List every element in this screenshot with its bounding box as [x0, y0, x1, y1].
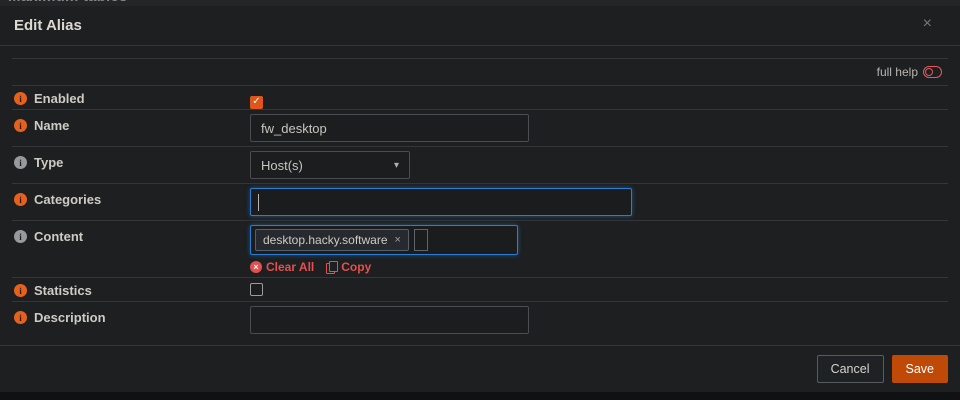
type-select-value: Host(s)	[261, 157, 303, 173]
clear-all-icon: ×	[250, 261, 262, 273]
content-search-field[interactable]	[413, 229, 428, 251]
enabled-label: Enabled	[34, 91, 85, 106]
enabled-checkbox[interactable]: ✓	[250, 95, 263, 109]
close-icon[interactable]: ×	[922, 15, 932, 32]
content-input[interactable]: desktop.hacky.software ×	[250, 225, 518, 255]
info-icon: i	[14, 92, 27, 105]
info-icon: i	[14, 119, 27, 132]
edit-alias-modal: Edit Alias × full help i Enabled ✓	[0, 6, 960, 392]
info-icon: i	[14, 230, 27, 243]
info-icon: i	[14, 284, 27, 297]
info-icon: i	[14, 193, 27, 206]
toggle-off-icon	[923, 66, 942, 78]
categories-label: Categories	[34, 192, 102, 207]
statistics-label: Statistics	[34, 283, 92, 298]
type-select[interactable]: Host(s) ▾	[250, 151, 410, 179]
row-categories: i Categories	[12, 184, 948, 221]
full-help-toggle[interactable]: full help	[877, 65, 942, 79]
row-type: i Type Host(s) ▾	[12, 147, 948, 184]
caret-down-icon: ▾	[393, 159, 399, 171]
background-page-heading: Maximum tables	[8, 0, 128, 5]
info-icon: i	[14, 311, 27, 324]
check-icon: ✓	[252, 96, 261, 107]
content-tag-text: desktop.hacky.software	[263, 233, 388, 247]
clear-all-button[interactable]: × Clear All	[250, 260, 314, 274]
copy-icon	[326, 261, 339, 274]
description-label: Description	[34, 310, 106, 325]
full-help-row: full help	[12, 59, 948, 86]
categories-input[interactable]	[250, 188, 632, 216]
description-input[interactable]	[250, 306, 529, 334]
info-icon: i	[14, 156, 27, 169]
modal-body: full help i Enabled ✓ i Name	[0, 46, 960, 345]
row-enabled: i Enabled ✓	[12, 86, 948, 110]
modal-header: Edit Alias ×	[0, 6, 960, 46]
name-input[interactable]	[250, 114, 529, 142]
type-label: Type	[34, 155, 64, 170]
row-name: i Name	[12, 110, 948, 147]
content-label: Content	[34, 229, 84, 244]
background-page-bottom	[0, 392, 960, 400]
copy-button[interactable]: Copy	[326, 260, 371, 274]
full-help-label: full help	[876, 65, 918, 79]
alias-form: full help i Enabled ✓ i Name	[12, 58, 948, 339]
statistics-checkbox[interactable]	[250, 283, 263, 296]
clear-all-label: Clear All	[266, 260, 315, 274]
name-label: Name	[34, 118, 70, 133]
row-statistics: i Statistics	[12, 278, 948, 302]
row-content: i Content desktop.hacky.software × ×	[12, 221, 948, 278]
text-cursor	[258, 193, 259, 211]
content-actions: × Clear All Copy	[250, 260, 948, 274]
modal-footer: Cancel Save	[0, 345, 960, 392]
background-page: Maximum tables	[0, 0, 960, 6]
row-description: i Description	[12, 302, 948, 339]
modal-title: Edit Alias	[14, 17, 82, 34]
content-tag: desktop.hacky.software ×	[255, 229, 409, 251]
tag-remove-icon[interactable]: ×	[394, 233, 401, 246]
copy-label: Copy	[341, 260, 372, 274]
cancel-button[interactable]: Cancel	[816, 355, 884, 383]
save-button[interactable]: Save	[891, 355, 948, 383]
